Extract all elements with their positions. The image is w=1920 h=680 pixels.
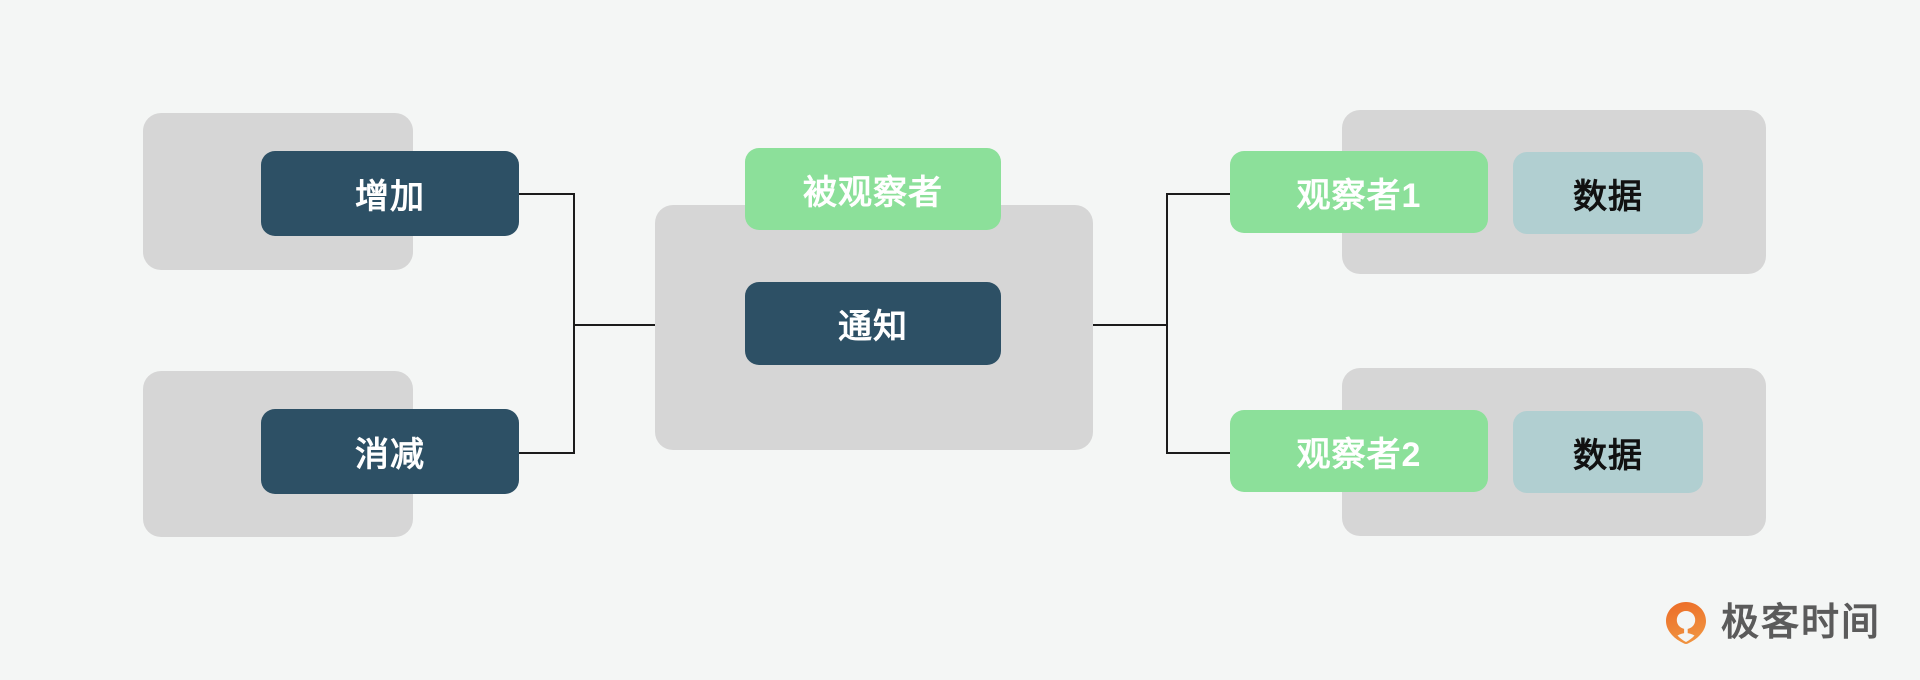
connector-right-vertical <box>1166 193 1168 454</box>
node-subject-label: 被观察者 <box>803 173 943 212</box>
node-increase[interactable]: 增加 <box>261 151 519 236</box>
node-decrease[interactable]: 消减 <box>261 409 519 494</box>
connector-left-vertical <box>573 193 575 454</box>
node-observer-1-label: 观察者1 <box>1296 176 1422 215</box>
connector-observer1-horizontal <box>1166 193 1232 195</box>
brand-logo: 极客时间 <box>1663 600 1881 646</box>
connector-left-to-center <box>573 324 657 326</box>
connector-observer2-horizontal <box>1166 452 1232 454</box>
connector-increase-horizontal <box>519 193 575 195</box>
node-observer-2[interactable]: 观察者2 <box>1230 410 1488 492</box>
node-decrease-label: 消减 <box>355 436 425 474</box>
node-subject[interactable]: 被观察者 <box>745 148 1001 230</box>
node-observer-2-data-label: 数据 <box>1573 436 1643 475</box>
node-notify-label: 通知 <box>838 308 908 346</box>
brand-name: 极客时间 <box>1721 602 1882 644</box>
node-observer-2-label: 观察者2 <box>1296 435 1422 474</box>
node-increase-label: 增加 <box>355 178 425 216</box>
node-observer-1-data-label: 数据 <box>1573 177 1643 216</box>
connector-center-to-right <box>1093 324 1168 326</box>
node-observer-1[interactable]: 观察者1 <box>1230 151 1488 233</box>
node-observer-2-data[interactable]: 数据 <box>1513 411 1703 493</box>
geektime-logo-icon <box>1663 600 1709 646</box>
connector-decrease-horizontal <box>519 452 575 454</box>
node-notify[interactable]: 通知 <box>745 282 1001 365</box>
node-observer-1-data[interactable]: 数据 <box>1513 152 1703 234</box>
